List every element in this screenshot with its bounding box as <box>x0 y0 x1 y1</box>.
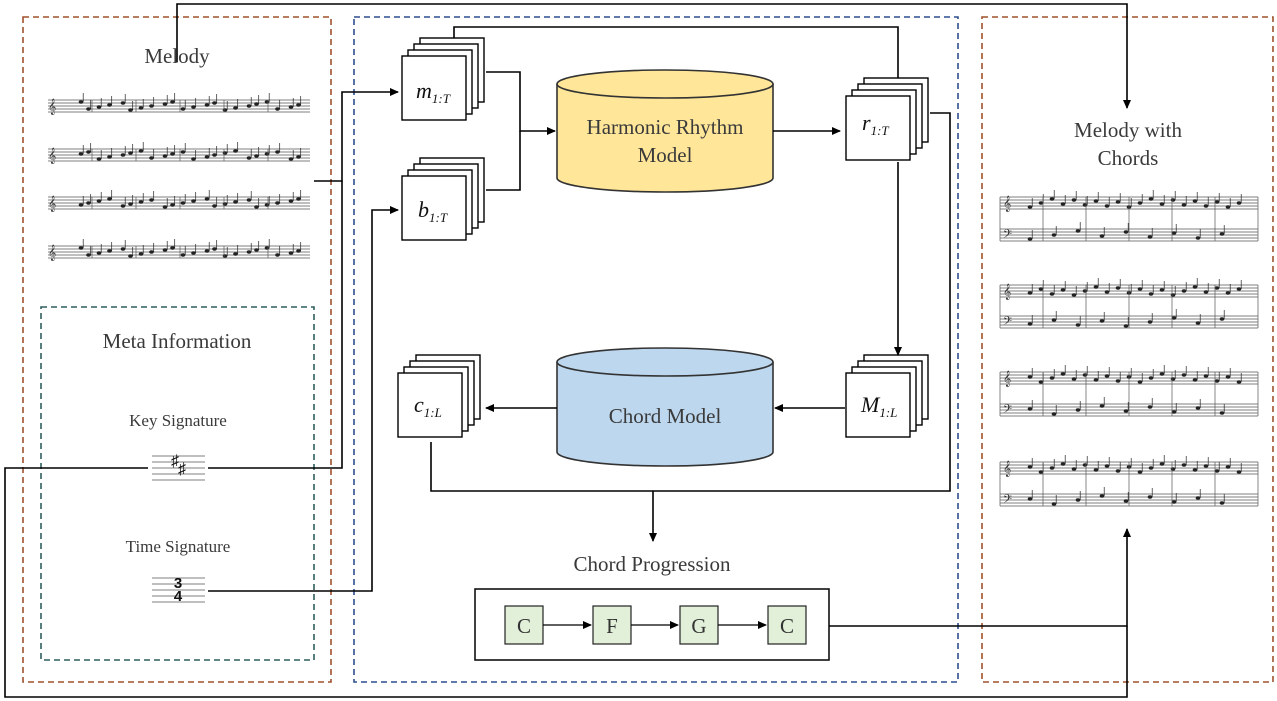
rhythm-var-label: r1:T <box>862 110 889 138</box>
meta-info-panel <box>40 306 315 661</box>
chord-var-label: c1:L <box>414 392 442 420</box>
melody-stack <box>401 37 485 121</box>
svg-text:𝄞: 𝄞 <box>1003 284 1011 300</box>
chord-box <box>767 605 807 645</box>
beat-var-label: b1:T <box>418 197 448 225</box>
time-signature-staff: 3 4 <box>152 575 205 605</box>
svg-text:𝄢: 𝄢 <box>1003 316 1012 331</box>
output-title-line1: Melody with <box>1074 118 1182 142</box>
svg-text:𝄞: 𝄞 <box>48 245 56 261</box>
chord-model: Chord Model <box>556 347 774 467</box>
svg-text:𝄞: 𝄞 <box>1003 371 1011 387</box>
svg-text:𝄢: 𝄢 <box>1003 494 1012 509</box>
time-signature-bottom: 4 <box>174 588 183 605</box>
output-title-line2: Chords <box>1098 146 1159 170</box>
harmonic-model-line1: Harmonic Rhythm <box>587 115 744 139</box>
svg-text:𝄞: 𝄞 <box>48 196 56 212</box>
mask-stack <box>845 354 929 438</box>
sharp-icon: ♯ <box>178 461 186 478</box>
harmonic-model-line2: Model <box>638 143 693 167</box>
svg-text:𝄢: 𝄢 <box>1003 229 1012 244</box>
melody-var-label: m1:T <box>416 78 451 106</box>
harmonic-rhythm-model: Harmonic Rhythm Model <box>556 69 774 193</box>
model-panel <box>353 16 959 683</box>
svg-text:𝄞: 𝄞 <box>48 99 56 115</box>
melody-score: 𝄞 𝄞 𝄞 𝄞 <box>47 99 311 261</box>
svg-text:𝄞: 𝄞 <box>1003 196 1011 212</box>
chord-label: G <box>691 614 706 638</box>
chord-stack <box>397 354 481 438</box>
svg-text:𝄢: 𝄢 <box>1003 404 1012 419</box>
chord-box <box>592 605 632 645</box>
svg-text:𝄞: 𝄞 <box>1003 461 1011 477</box>
key-signature-label: Key Signature <box>129 411 227 430</box>
time-signature-label: Time Signature <box>126 537 231 556</box>
mask-var-label: M1:L <box>860 392 897 420</box>
time-signature-top: 3 <box>174 575 182 592</box>
key-signature-staff: ♯ ♯ <box>152 453 205 481</box>
chord-model-label: Chord Model <box>609 404 722 428</box>
chord-label: C <box>517 614 531 638</box>
chord-progression-title: Chord Progression <box>574 552 731 576</box>
chord-label: C <box>780 614 794 638</box>
meta-title: Meta Information <box>103 329 252 353</box>
melody-with-chords-score: 𝄞 𝄢 𝄞 𝄢 𝄞 𝄢 𝄞 𝄢 <box>999 190 1259 509</box>
chord-box <box>504 605 544 645</box>
svg-text:𝄞: 𝄞 <box>48 148 56 164</box>
chord-label: F <box>606 614 618 638</box>
connectors <box>4 3 1131 698</box>
sharp-icon: ♯ <box>171 453 179 470</box>
beat-stack <box>401 157 485 241</box>
melody-notes <box>78 93 302 258</box>
rhythm-stack <box>845 77 929 161</box>
